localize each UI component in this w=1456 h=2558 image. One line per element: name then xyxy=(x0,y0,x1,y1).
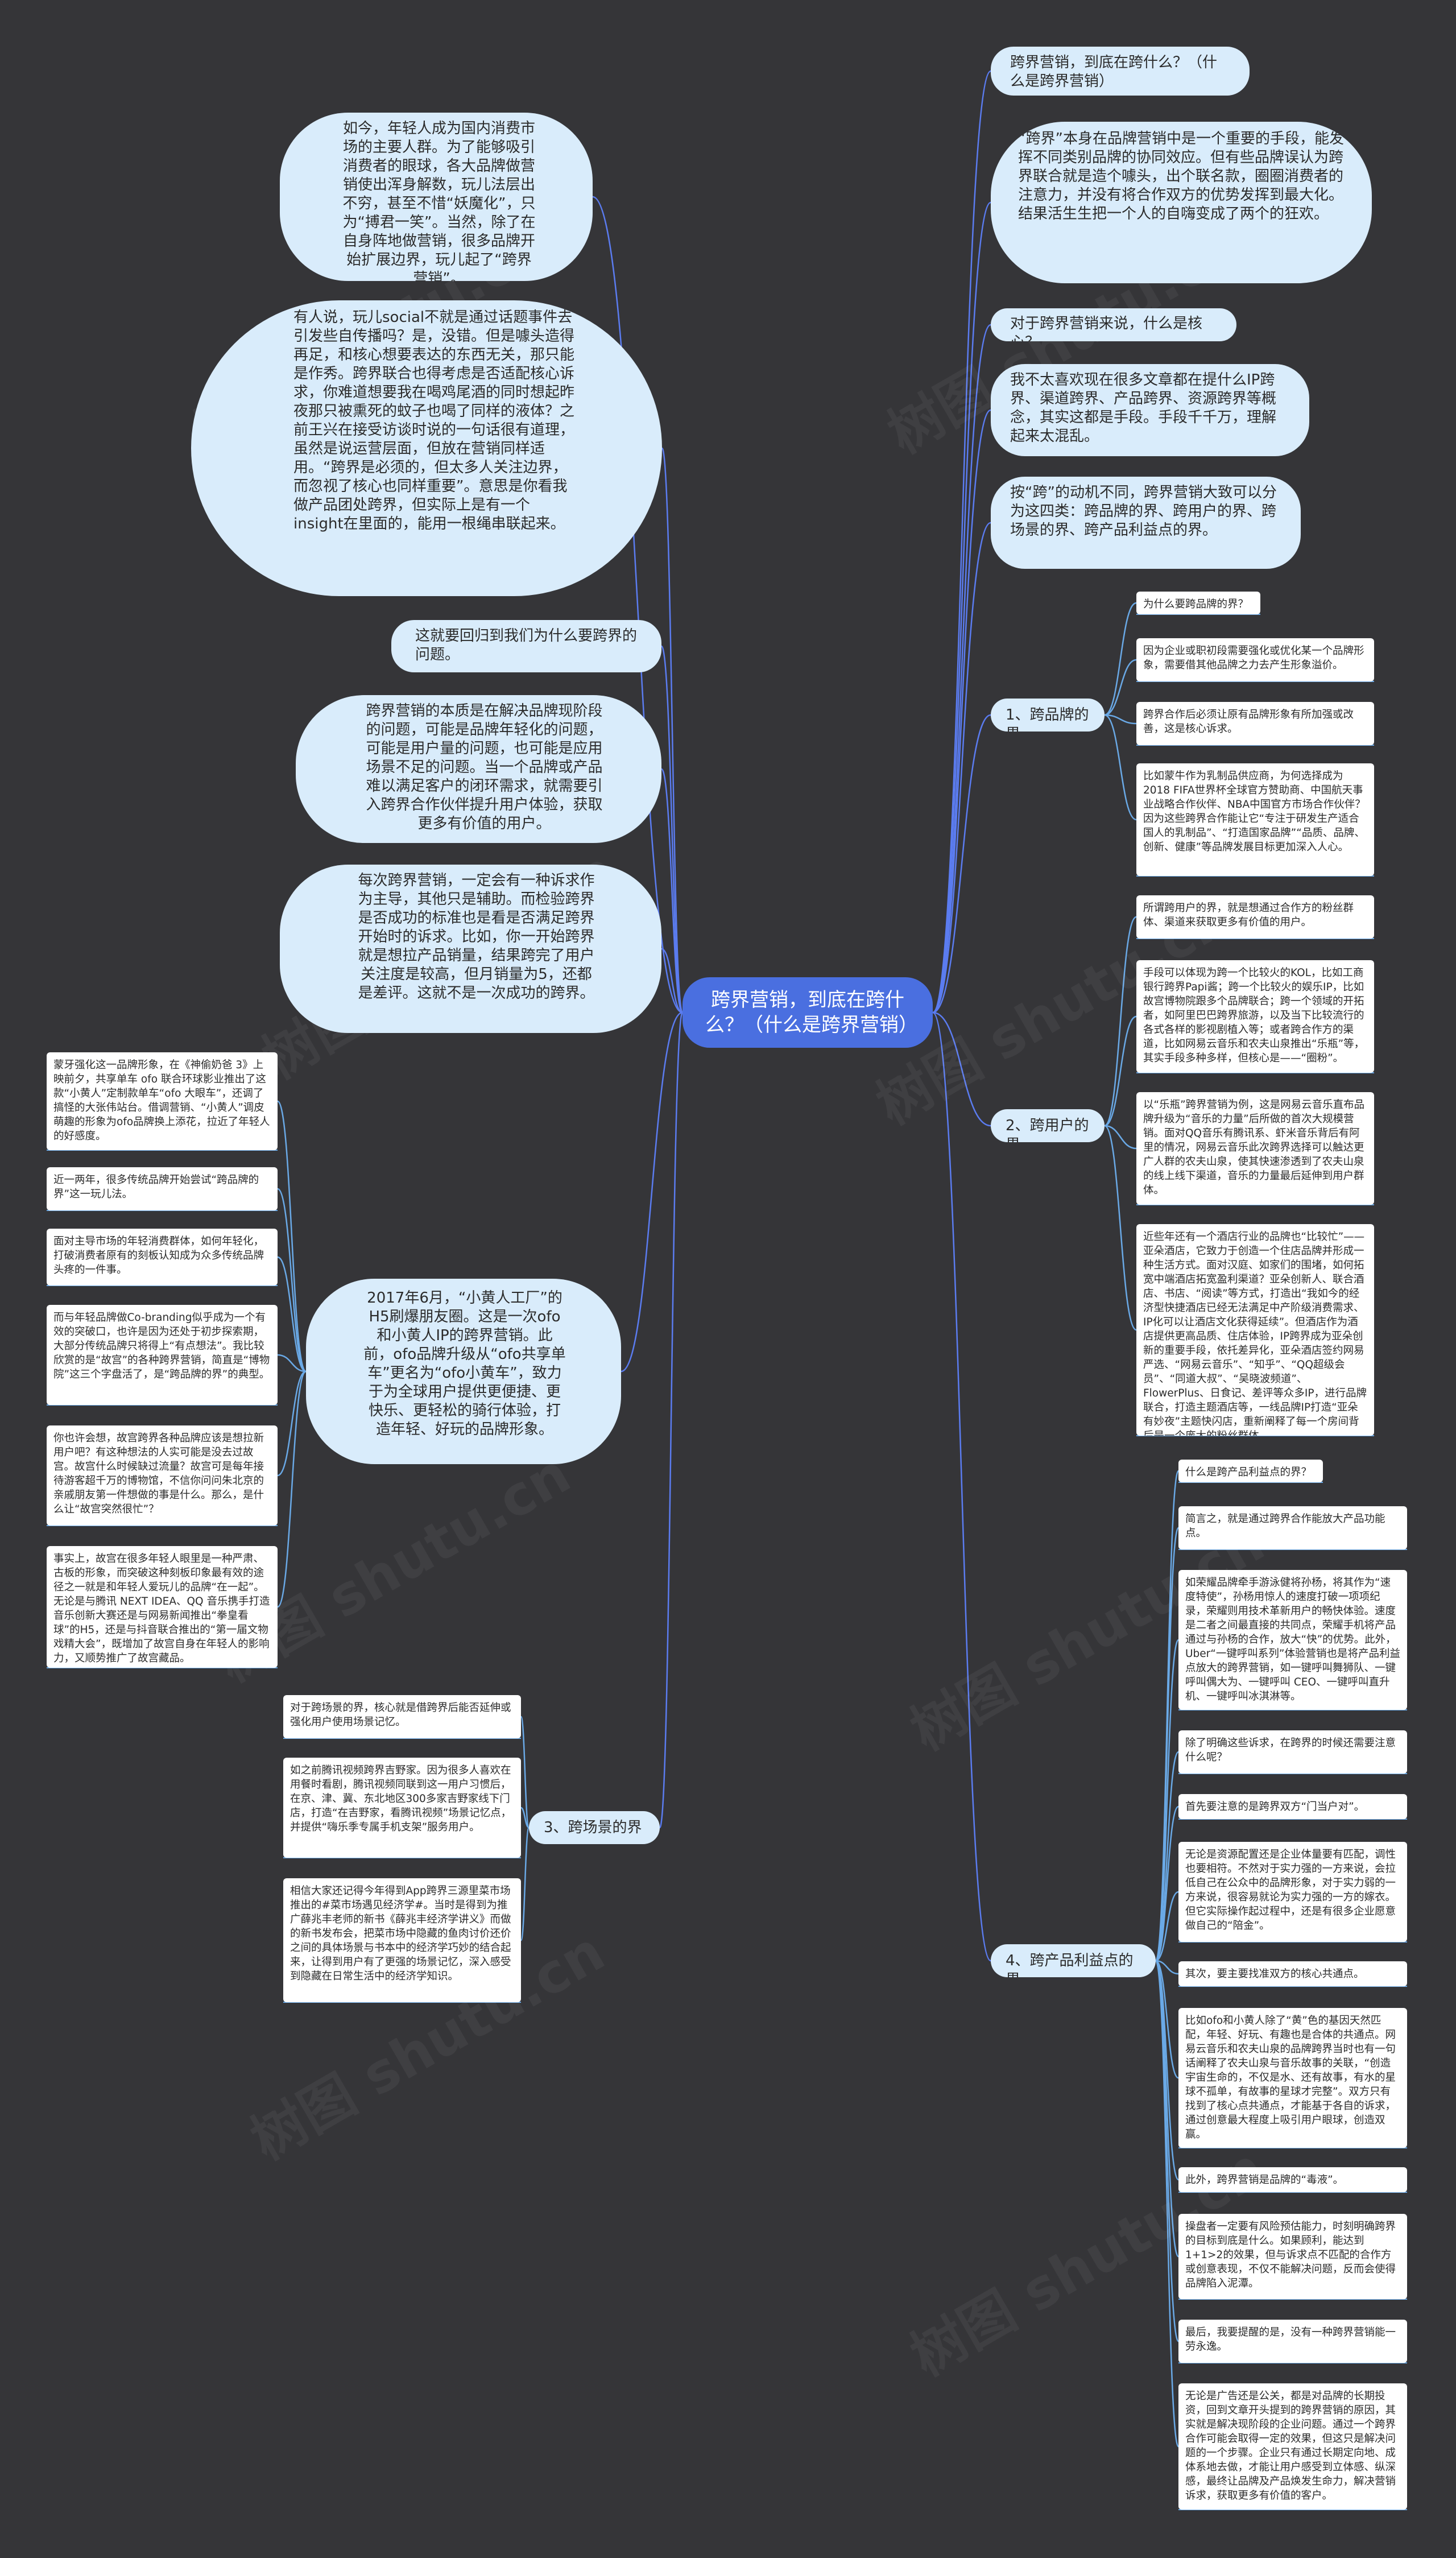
left-success-standard[interactable]: 每次跨界营销，一定会有一种诉求作为主导，其他只是辅助。而检验跨界是否成功的标准也… xyxy=(280,865,661,1033)
root-link xyxy=(932,201,991,1014)
left-social-insight[interactable]: 有人说，玩儿social不就是通过话题事件去引发些自传播吗？是，没错。但是噱头造… xyxy=(191,300,662,596)
note-card[interactable]: 跨界合作后必须让原有品牌形象有所加强或改善，这是核心诉求。 xyxy=(1136,702,1374,745)
note-card[interactable]: 此外，跨界营销是品牌的“毒液”。 xyxy=(1178,2167,1407,2192)
note-link xyxy=(277,1354,307,1373)
note-link xyxy=(1104,714,1137,821)
note-card[interactable]: 除了明确这些诉求，在跨界的时候还需要注意什么呢？ xyxy=(1178,1730,1407,1774)
root-link xyxy=(660,645,684,1014)
note-card[interactable]: 为什么要跨品牌的界？ xyxy=(1136,592,1260,614)
note-link xyxy=(276,1100,307,1373)
root-link xyxy=(932,324,991,1014)
note-link xyxy=(1155,1960,1179,2079)
root-link xyxy=(932,522,991,1014)
note-card[interactable]: 因为企业或职初段需要强化或优化某一个品牌形象，需要借其他品牌之力去产生形象溢价。 xyxy=(1136,638,1374,681)
intro-core-question[interactable]: 对于跨界营销来说，什么是核心？ xyxy=(991,308,1236,341)
branch-cross-benefit[interactable]: 4、跨产品利益点的界 xyxy=(991,1944,1156,1977)
note-link xyxy=(1155,1527,1180,1962)
left-why-crossover[interactable]: 这就要回归到我们为什么要跨界的问题。 xyxy=(391,620,661,672)
intro-question[interactable]: 跨界营销，到底在跨什么？（什么是跨界营销） xyxy=(991,47,1250,96)
branch-cross-brand[interactable]: 1、跨品牌的界 xyxy=(991,699,1105,732)
note-link xyxy=(1104,602,1137,716)
note-card[interactable]: 简言之，就是通过跨界合作能放大产品功能点。 xyxy=(1178,1506,1407,1549)
root-link xyxy=(932,714,991,1014)
note-card[interactable]: 首先要注意的是跨界双方“门当户对”。 xyxy=(1178,1794,1407,1819)
note-link xyxy=(1104,1125,1137,1150)
note-link xyxy=(1155,1960,1179,1975)
note-card[interactable]: 以“乐瓶”跨界营销为例，这是网易云音乐直布品牌升级为“音乐的力量”后所做的首次大… xyxy=(1136,1092,1374,1205)
note-card[interactable]: 手段可以体现为跨一个比较火的KOL，比如工商银行跨界Papi酱；跨一个比较火的娱… xyxy=(1136,960,1374,1073)
note-card[interactable]: 近一两年，很多传统品牌开始尝试“跨品牌的界”这一玩儿法。 xyxy=(47,1167,278,1210)
note-link xyxy=(520,1826,530,1941)
note-card[interactable]: 其次，要主要找准双方的核心共通点。 xyxy=(1178,1961,1407,1986)
left-crossover-essence[interactable]: 跨界营销的本质是在解决品牌现阶段的问题，可能是品牌年轻化的问题，可能是用户量的问… xyxy=(296,695,661,843)
note-card[interactable]: 如荣耀品牌牵手游泳健将孙杨，将其作为“速度特使”，孙杨用惊人的速度打破一项项纪录… xyxy=(1178,1570,1407,1710)
note-card[interactable]: 什么是跨产品利益点的界？ xyxy=(1178,1460,1323,1482)
note-link xyxy=(520,1716,530,1829)
note-link xyxy=(1104,714,1137,725)
note-card[interactable]: 你也许会想，故宫跨界各种品牌应该是想拉新用户吧？有这种想法的人实可能是没去过故宫… xyxy=(47,1425,278,1526)
note-card[interactable]: 操盘者一定要有风险预估能力，时刻明确跨界的目标到底是什么。如果顾利，能达到1+1… xyxy=(1178,2214,1407,2299)
root-link xyxy=(932,1011,991,1127)
note-link xyxy=(1155,1960,1180,2448)
note-card[interactable]: 蒙牙强化这一品牌形象，在《神偷奶爸 3》上映前夕，共享单车 ofo 联合环球影业… xyxy=(47,1052,278,1150)
root-link xyxy=(661,948,683,1014)
root-topic[interactable]: 跨界营销，到底在跨什么？（什么是跨界营销） xyxy=(682,977,933,1048)
left-young-consumers[interactable]: 如今，年轻人成为国内消费市场的主要人群。为了能够吸引消费者的眼球，各大品牌做营销… xyxy=(280,113,593,281)
note-card[interactable]: 对于跨场景的界，核心就是借跨界后能否延伸或强化用户使用场景记忆。 xyxy=(283,1695,521,1738)
root-link xyxy=(659,1011,684,1829)
note-link xyxy=(276,1370,307,1608)
root-link xyxy=(932,70,992,1014)
note-card[interactable]: 事实上，故宫在很多年轻人眼里是一种严肃、古板的形象，而突破这种刻板印象最有效的途… xyxy=(47,1546,278,1668)
intro-means-note[interactable]: 我不太喜欢现在很多文章都在提什么IP跨界、渠道跨界、产品跨界、资源跨界等概念，其… xyxy=(991,364,1309,456)
note-link xyxy=(1155,1891,1179,1962)
note-link xyxy=(1104,659,1137,716)
root-link xyxy=(660,768,684,1014)
note-card[interactable]: 无论是广告还是公关，都是对品牌的长期投资，回到文章开头提到的跨界营销的原因，其实… xyxy=(1178,2383,1407,2510)
note-card[interactable]: 无论是资源配置还是企业体量要有匹配，调性也要相符。不然对于实力强的一方来说，会拉… xyxy=(1178,1842,1407,1942)
note-card[interactable]: 近些年还有一个酒店行业的品牌也“比较忙”——亚朵酒店，它致力于创造一个住店品牌并… xyxy=(1136,1224,1374,1436)
intro-four-types[interactable]: 按“跨”的动机不同，跨界营销大致可以分为这四类：跨品牌的界、跨用户的界、跨场景的… xyxy=(991,477,1301,569)
note-link xyxy=(1104,1015,1137,1127)
note-card[interactable]: 面对主导市场的年轻消费群体，如何年轻化，打破消费者原有的刻板认知成为众多传统品牌… xyxy=(47,1229,278,1286)
note-card[interactable]: 相信大家还记得今年得到App跨界三源里菜市场推出的#菜市场遇见经济学#。当时是得… xyxy=(283,1878,521,2002)
root-link xyxy=(661,447,684,1014)
note-card[interactable]: 而与年轻品牌做Co-branding似乎成为一个有效的突破口，也许是因为还处于初… xyxy=(47,1305,278,1405)
note-card[interactable]: 所谓跨用户的界，就是想通过合作方的粉丝群体、渠道来获取更多有价值的用户。 xyxy=(1136,895,1374,939)
note-link xyxy=(1104,916,1137,1127)
note-link xyxy=(520,1807,530,1829)
note-card[interactable]: 比如蒙牛作为乳制品供应商，为何选择成为2018 FIFA世界杯全球官方赞助商、中… xyxy=(1136,763,1374,876)
note-link xyxy=(1104,1125,1137,1331)
note-link xyxy=(277,1188,307,1373)
note-link xyxy=(1155,1805,1180,1962)
intro-crossover-meaning[interactable]: “跨界”本身在品牌营销中是一个重要的手段，能发挥不同类别品牌的协同效应。但有些品… xyxy=(991,122,1372,283)
left-ofo-minions-case[interactable]: 2017年6月，“小黄人工厂”的H5刷爆朋友圈。这是一次ofo和小黄人IP的跨界… xyxy=(306,1279,621,1464)
root-link xyxy=(932,409,991,1014)
branch-cross-scene[interactable]: 3、跨场景的界 xyxy=(529,1811,660,1844)
root-link xyxy=(592,196,683,1014)
note-card[interactable]: 最后，我要提醒的是，没有一种跨界营销能一劳永逸。 xyxy=(1178,2320,1407,2363)
note-link xyxy=(277,1370,307,1477)
root-link xyxy=(621,1011,683,1373)
note-card[interactable]: 如之前腾讯视频跨界吉野家。因为很多人喜欢在用餐时看剧，腾讯视频同联到这一用户习惯… xyxy=(283,1758,521,1858)
note-card[interactable]: 比如ofo和小黄人除了“黄”色的基因天然匹配，年轻、好玩、有趣也是合体的共通点。… xyxy=(1178,2008,1407,2148)
note-link xyxy=(277,1256,307,1373)
note-link xyxy=(1155,1639,1180,1962)
root-link xyxy=(932,1011,991,1962)
branch-cross-user[interactable]: 2、跨用户的界 xyxy=(991,1109,1105,1142)
